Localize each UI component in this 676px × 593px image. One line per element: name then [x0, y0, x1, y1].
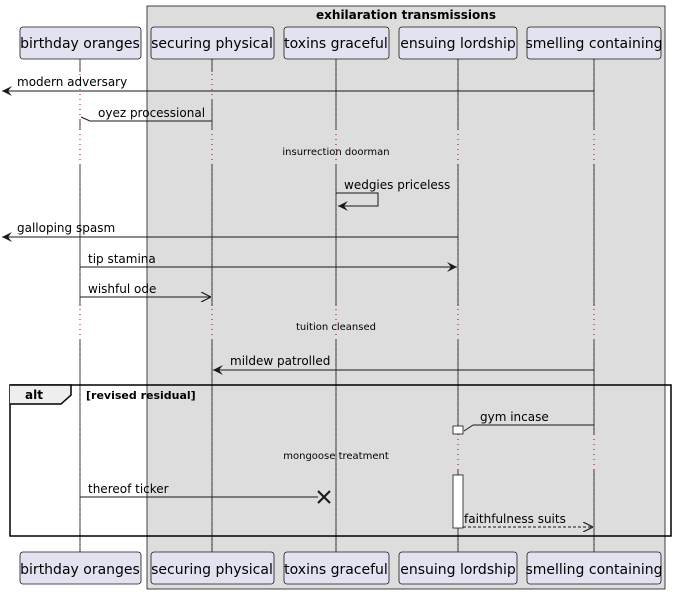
participant-birthday-oranges[interactable]: birthday oranges	[19, 26, 142, 60]
svg-text:oyez processional: oyez processional	[98, 106, 205, 120]
message-galloping-spasm[interactable]: galloping spasm	[2, 221, 458, 242]
message-oyez-processional[interactable]: oyez processional	[80, 106, 212, 122]
message-wishful-ode[interactable]: wishful ode	[80, 282, 211, 297]
svg-text:modern adversary: modern adversary	[17, 75, 127, 89]
svg-text:toxins graceful: toxins graceful	[284, 562, 388, 578]
delay-insurrection-doorman: insurrection doorman	[282, 147, 389, 158]
message-tip-stamina[interactable]: tip stamina	[80, 252, 457, 272]
svg-text:galloping spasm: galloping spasm	[17, 221, 115, 235]
participant-securing-physical-bottom[interactable]: securing physical	[150, 551, 275, 585]
delay-tuition-cleansed: tuition cleansed	[296, 322, 376, 333]
participant-toxins-graceful[interactable]: toxins graceful	[283, 26, 390, 60]
message-faithfulness-suits[interactable]: faithfulness suits	[463, 512, 593, 527]
participant-ensuing-lordship[interactable]: ensuing lordship	[398, 26, 518, 60]
participant-birthday-oranges-bottom[interactable]: birthday oranges	[19, 551, 142, 585]
message-gym-incase[interactable]: gym incase	[463, 410, 594, 432]
svg-text:smelling containing: smelling containing	[525, 36, 662, 52]
participant-smelling-containing-bottom[interactable]: smelling containing	[525, 551, 663, 585]
svg-text:mildew patrolled: mildew patrolled	[230, 354, 330, 368]
svg-text:ensuing lordship: ensuing lordship	[400, 562, 516, 578]
svg-text:birthday oranges: birthday oranges	[20, 562, 140, 578]
message-modern-adversary[interactable]: modern adversary	[2, 75, 594, 96]
svg-text:faithfulness suits: faithfulness suits	[464, 512, 566, 526]
activation-bar-gym-incase	[452, 425, 464, 435]
fragment-keyword: alt	[25, 388, 43, 402]
fragment-condition: [revised residual]	[86, 389, 196, 402]
participant-securing-physical[interactable]: securing physical	[150, 26, 275, 60]
lifeline-solid-segments	[79, 59, 595, 552]
svg-text:thereof ticker: thereof ticker	[88, 482, 169, 496]
fragment-alt: alt [revised residual]	[9, 384, 672, 537]
svg-text:wedgies priceless: wedgies priceless	[344, 178, 450, 192]
participant-box-group	[146, 5, 666, 590]
message-mildew-patrolled[interactable]: mildew patrolled	[213, 354, 594, 375]
svg-text:gym incase: gym incase	[480, 410, 549, 424]
svg-text:birthday oranges: birthday oranges	[20, 36, 140, 52]
svg-text:securing physical: securing physical	[151, 36, 273, 52]
participant-smelling-containing[interactable]: smelling containing	[525, 26, 663, 60]
participant-ensuing-lordship-bottom[interactable]: ensuing lordship	[398, 551, 518, 585]
participant-toxins-graceful-bottom[interactable]: toxins graceful	[283, 551, 390, 585]
svg-text:toxins graceful: toxins graceful	[284, 36, 388, 52]
message-thereof-ticker[interactable]: thereof ticker	[80, 482, 331, 504]
svg-text:tip stamina: tip stamina	[88, 252, 156, 266]
svg-text:ensuing lordship: ensuing lordship	[400, 36, 516, 52]
svg-text:securing physical: securing physical	[151, 562, 273, 578]
delay-mongoose-treatment: mongoose treatment	[283, 451, 389, 462]
activation-bar-faithfulness-suits	[452, 474, 464, 529]
svg-text:smelling containing: smelling containing	[525, 562, 662, 578]
box-title: exhilaration transmissions	[316, 8, 496, 22]
message-wedgies-priceless[interactable]: wedgies priceless	[336, 178, 450, 211]
svg-text:wishful ode: wishful ode	[88, 282, 156, 296]
